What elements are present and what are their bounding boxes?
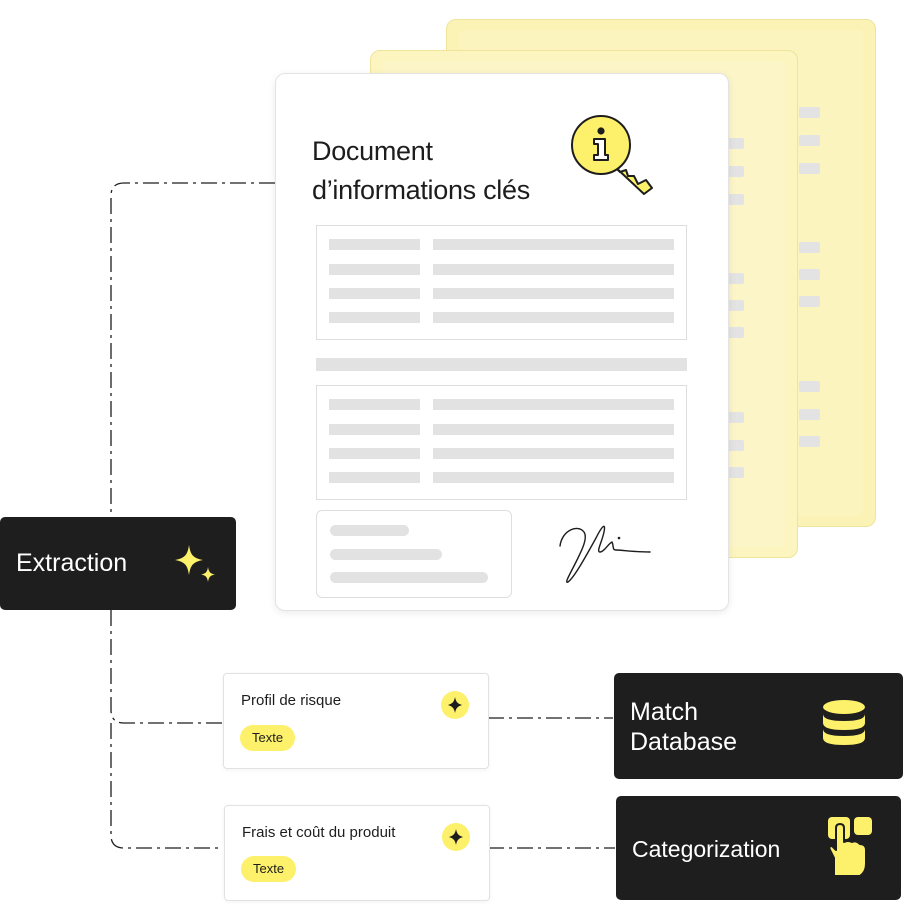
card-title: Frais et coût du produit <box>242 824 396 841</box>
connector-to-card-2 <box>110 723 222 849</box>
document-title: Document d’informations clés <box>312 132 530 210</box>
document-title-line-2: d’informations clés <box>312 175 530 205</box>
connector-to-card-1 <box>110 610 222 724</box>
categorization-box: Categorization <box>616 796 901 900</box>
signature <box>559 525 651 583</box>
key-information-document: Document d’informations clés <box>275 73 729 611</box>
extraction-box: Extraction <box>0 517 236 610</box>
match-database-label-line-1: Match <box>630 698 699 726</box>
field-card-frais-et-cout[interactable]: Frais et coût du produit Texte <box>224 805 490 901</box>
address-box <box>316 510 512 598</box>
categorization-label: Categorization <box>632 836 781 862</box>
document-title-line-1: Document <box>312 136 433 166</box>
sparkle-icon <box>442 823 470 851</box>
section-divider-bar <box>316 358 687 371</box>
extraction-label: Extraction <box>16 549 128 577</box>
info-table-2 <box>316 385 687 500</box>
match-database-box: Match Database <box>614 673 903 779</box>
match-database-label-line-2: Database <box>630 728 738 756</box>
connector-doc-to-extraction <box>110 182 275 517</box>
match-database-label: Match Database <box>630 697 737 757</box>
database-icon <box>823 700 865 745</box>
field-card-profil-de-risque[interactable]: Profil de risque Texte <box>223 673 489 769</box>
type-tag: Texte <box>240 725 296 751</box>
sparkle-icon <box>441 691 469 719</box>
type-tag: Texte <box>241 856 297 882</box>
info-table-1 <box>316 225 687 340</box>
hand-pointer-icon <box>828 817 872 877</box>
info-key-icon <box>571 115 653 195</box>
card-title: Profil de risque <box>241 692 342 709</box>
sparkle-icon <box>175 545 215 582</box>
